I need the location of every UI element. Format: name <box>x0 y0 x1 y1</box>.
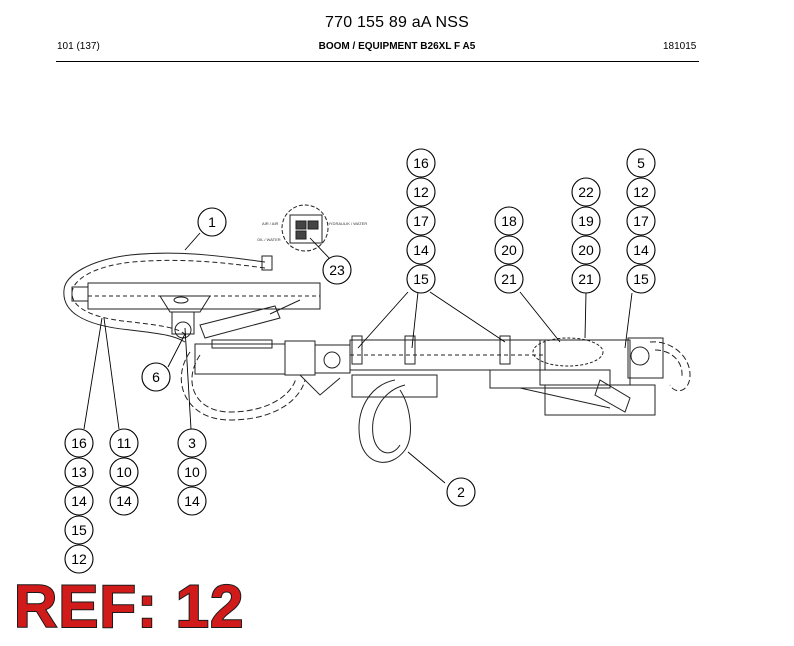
callout-number: 20 <box>578 242 594 258</box>
callout-number: 12 <box>633 184 649 200</box>
header-rule <box>56 61 699 62</box>
callout-number: 15 <box>633 271 649 287</box>
callout-number: 2 <box>457 484 465 500</box>
callout-number: 12 <box>71 551 87 567</box>
callout-column-a: 16 12 17 14 15 <box>406 148 436 294</box>
callout-6: 6 <box>141 362 171 392</box>
date-code: 181015 <box>663 41 697 52</box>
inset-label-hydraulik: HYDRAULIK / WATER <box>327 221 367 226</box>
callout-number: 21 <box>578 271 594 287</box>
callout-number: 16 <box>413 155 429 171</box>
callout-number: 6 <box>152 369 160 385</box>
callout-number: 12 <box>413 184 429 200</box>
callout-number: 20 <box>501 242 517 258</box>
callout-column-c: 22 19 20 21 <box>571 177 601 294</box>
callout-number: 14 <box>413 242 429 258</box>
callout-number: 10 <box>116 464 132 480</box>
callout-number: 18 <box>501 213 517 229</box>
callout-column-d: 5 12 17 14 15 <box>626 148 656 294</box>
callout-number: 14 <box>184 493 200 509</box>
callout-number: 22 <box>578 184 594 200</box>
page-number: 101 (137) <box>57 41 100 52</box>
callout-circle <box>446 477 476 507</box>
callout-number: 21 <box>501 271 517 287</box>
reference-label: REF: 12 <box>13 573 245 640</box>
callout-number: 17 <box>413 213 429 229</box>
callout-column-g: 3 10 14 <box>177 428 207 516</box>
callout-circle <box>141 362 171 392</box>
callout-number: 3 <box>188 435 196 451</box>
inset-labels: AIR / AIR OIL / WATER HYDRAULIK / WATER <box>257 221 367 242</box>
callout-1: 1 <box>197 207 227 237</box>
callout-23: 23 <box>322 255 352 285</box>
callout-circle <box>197 207 227 237</box>
callout-number: 14 <box>71 493 87 509</box>
leader-lines <box>83 232 633 484</box>
document-number: 770 155 89 aA NSS <box>325 14 469 31</box>
callout-column-f: 11 10 14 <box>109 428 139 516</box>
callout-2: 2 <box>446 477 476 507</box>
callout-number: 16 <box>71 435 87 451</box>
callout-number: 23 <box>329 262 345 278</box>
callout-number: 17 <box>633 213 649 229</box>
callout-number: 5 <box>637 155 645 171</box>
callout-number: 11 <box>117 435 132 451</box>
callout-circle <box>322 255 352 285</box>
callout-number: 14 <box>633 242 649 258</box>
inset-label-oil: OIL / WATER <box>257 237 281 242</box>
callout-column-e: 16 13 14 15 12 <box>64 428 94 574</box>
callout-number: 1 <box>208 214 216 230</box>
callout-number: 14 <box>116 493 132 509</box>
callout-number: 13 <box>71 464 87 480</box>
callout-number: 19 <box>578 213 594 229</box>
inset-label-air: AIR / AIR <box>262 221 279 226</box>
callout-number: 15 <box>71 522 87 538</box>
boom-assembly-drawing <box>63 204 691 463</box>
page-title: BOOM / EQUIPMENT B26XL F A5 <box>318 41 476 52</box>
callout-number: 15 <box>413 271 429 287</box>
callout-column-b: 18 20 21 <box>494 206 524 294</box>
callout-number: 10 <box>184 464 200 480</box>
